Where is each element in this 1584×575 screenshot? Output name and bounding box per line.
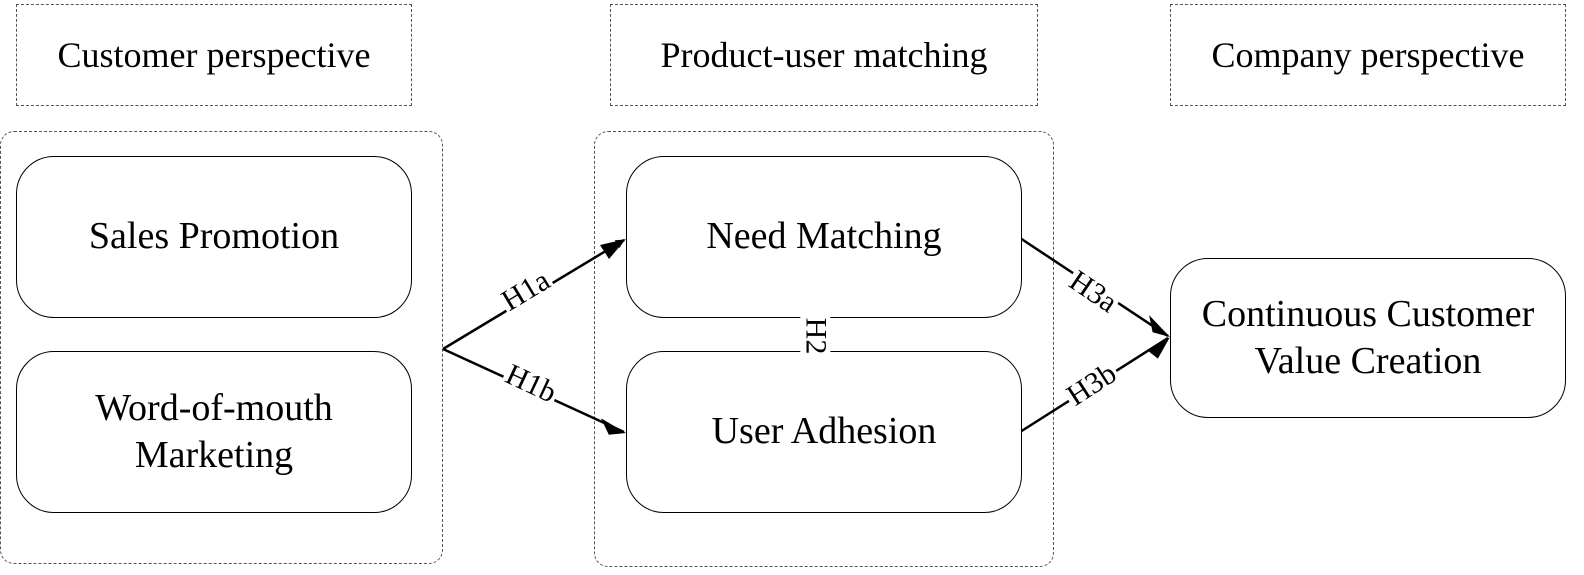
arrowhead-h3b: [1148, 337, 1170, 359]
header-company-label: Company perspective: [1211, 35, 1525, 75]
node-wom-label-line2: Marketing: [134, 434, 294, 476]
node-wom-label-line1: Word-of-mouth: [95, 386, 333, 429]
node-continuous-customer-value-creation: Continuous Customer Value Creation: [1170, 258, 1566, 418]
arrowhead-h1b: [600, 418, 626, 435]
header-customer-perspective: Customer perspective: [16, 4, 412, 106]
node-sales-promotion: Sales Promotion: [16, 156, 412, 318]
arrowhead-h3a: [1149, 315, 1170, 337]
node-need-matching-label: Need Matching: [706, 215, 942, 258]
header-product-label: Product-user matching: [660, 35, 988, 75]
node-word-of-mouth-marketing: Word-of-mouth Marketing: [16, 351, 412, 513]
header-customer-label: Customer perspective: [57, 35, 371, 75]
group-product: [594, 131, 1054, 567]
edge-label-h2: H2: [799, 315, 833, 357]
group-customer: [0, 131, 443, 564]
node-user-adhesion-label: User Adhesion: [711, 410, 937, 453]
header-product-user-matching: Product-user matching: [610, 4, 1038, 106]
node-value-label-line1: Continuous Customer: [1201, 292, 1535, 335]
node-need-matching: Need Matching: [626, 156, 1022, 318]
header-company-perspective: Company perspective: [1170, 4, 1566, 106]
node-user-adhesion: User Adhesion: [626, 351, 1022, 513]
arrowhead-h1a: [600, 239, 626, 259]
node-sales-promotion-label: Sales Promotion: [88, 215, 340, 258]
node-value-label-line2: Value Creation: [1254, 340, 1482, 382]
